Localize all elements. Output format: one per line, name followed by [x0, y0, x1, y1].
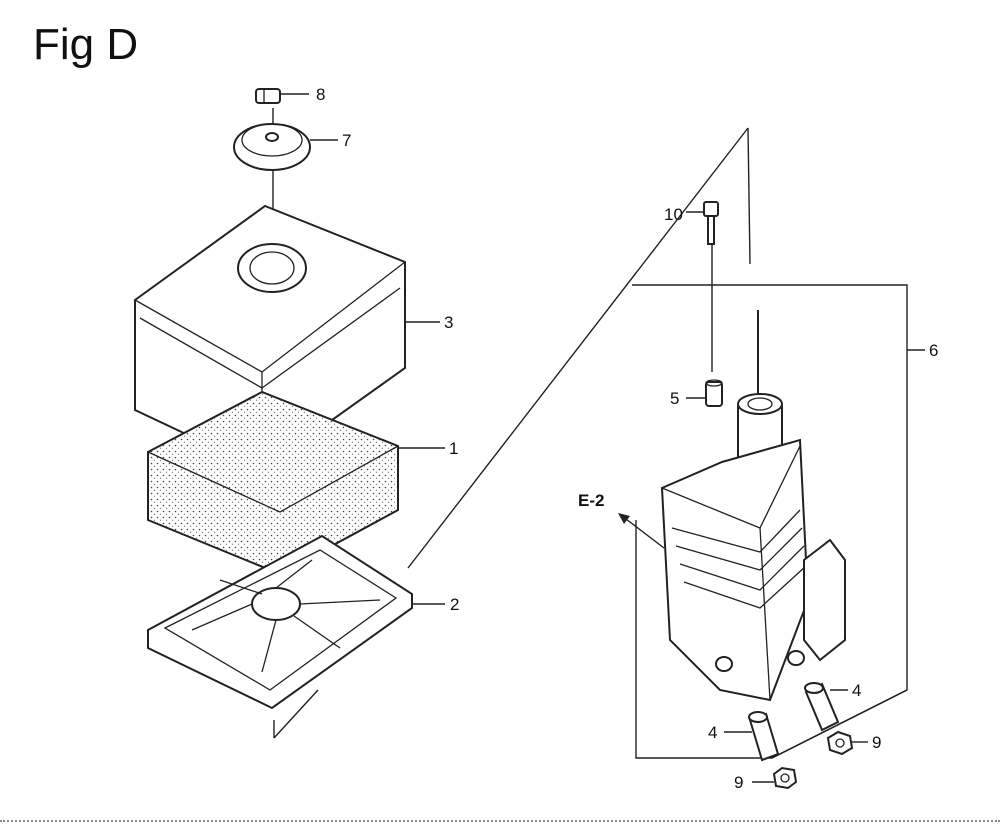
part-10-bolt: [686, 201, 719, 245]
callout-ref-e2: E-2: [578, 491, 604, 510]
leader-line: [747, 127, 751, 265]
callout-4a: 4: [852, 681, 861, 700]
part-6-muffler: [660, 310, 846, 702]
bottom-divider: [0, 820, 1000, 822]
callout-7: 7: [342, 131, 351, 150]
leader-line: [273, 689, 319, 739]
part-9-nut-a: [826, 730, 868, 756]
part-5-collar: [686, 379, 723, 407]
part-4-pin-a: [804, 682, 848, 732]
leader-line: [771, 689, 908, 759]
part-3-air-cleaner-cover: [134, 204, 440, 472]
callout-8: 8: [316, 85, 325, 104]
callout-3: 3: [444, 313, 453, 332]
callout-4b: 4: [708, 723, 717, 742]
leader-line: [407, 127, 749, 569]
part-8-nut: [255, 88, 309, 104]
callout-9a: 9: [872, 733, 881, 752]
part-4-pin-b: [724, 711, 780, 762]
part-2-element-holder: [147, 534, 445, 710]
callout-6: 6: [929, 341, 938, 360]
ref-e2-arrow: [618, 513, 665, 549]
part-1-foam-element: [147, 390, 445, 576]
callout-1: 1: [449, 439, 458, 458]
part-9-nut-b: [752, 766, 798, 790]
callout-2: 2: [450, 595, 459, 614]
figure-title: Fig D: [33, 20, 139, 69]
part-7-washer: [233, 123, 338, 171]
callout-10: 10: [664, 205, 683, 224]
callout-5: 5: [670, 389, 679, 408]
callout-9b: 9: [734, 773, 743, 792]
